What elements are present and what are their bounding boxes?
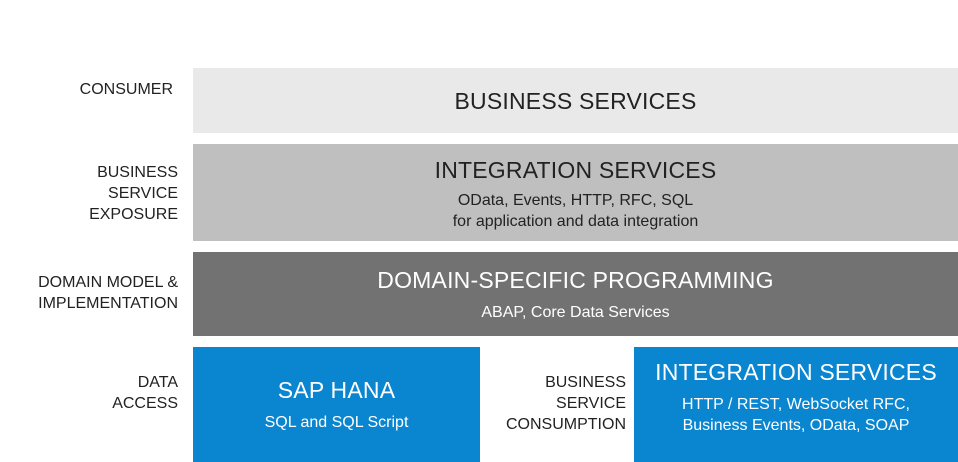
sap-hana-box: SAP HANA SQL and SQL Script — [193, 347, 480, 462]
integration-services-consumption-protocols-1: HTTP / REST, WebSocket RFC, — [682, 396, 910, 413]
integration-services-exposure-protocols: OData, Events, HTTP, RFC, SQL — [457, 191, 694, 209]
sap-hana-languages: SQL and SQL Script — [264, 414, 409, 431]
integration-services-consumption-box: INTEGRATION SERVICES HTTP / REST, WebSoc… — [634, 347, 958, 462]
layer-label-business-service-consumption: BUSINESS SERVICE CONSUMPTION — [506, 374, 626, 433]
layer-label-domain-model-implementation: DOMAIN MODEL & IMPLEMENTATION — [38, 274, 178, 312]
domain-specific-programming-title: DOMAIN-SPECIFIC PROGRAMMING — [377, 266, 774, 293]
integration-services-consumption-protocols-2: Business Events, OData, SOAP — [682, 417, 910, 434]
layer-label-business-service-exposure: BUSINESS SERVICE EXPOSURE — [89, 164, 178, 223]
integration-services-exposure-box: INTEGRATION SERVICES OData, Events, HTTP… — [193, 144, 958, 241]
integration-services-exposure-purpose: for application and data integration — [452, 212, 699, 230]
sap-hana-title: SAP HANA — [277, 377, 396, 403]
domain-specific-programming-box: DOMAIN-SPECIFIC PROGRAMMING ABAP, Core D… — [193, 252, 958, 336]
domain-specific-programming-technologies: ABAP, Core Data Services — [481, 303, 670, 321]
integration-services-consumption-title: INTEGRATION SERVICES — [655, 359, 937, 385]
integration-services-exposure-title: INTEGRATION SERVICES — [434, 156, 717, 183]
layer-label-consumer: CONSUMER — [79, 81, 173, 98]
business-services-box: BUSINESS SERVICES — [193, 68, 958, 133]
business-services-title: BUSINESS SERVICES — [454, 87, 697, 114]
layer-label-data-access: DATA ACCESS — [112, 374, 178, 412]
